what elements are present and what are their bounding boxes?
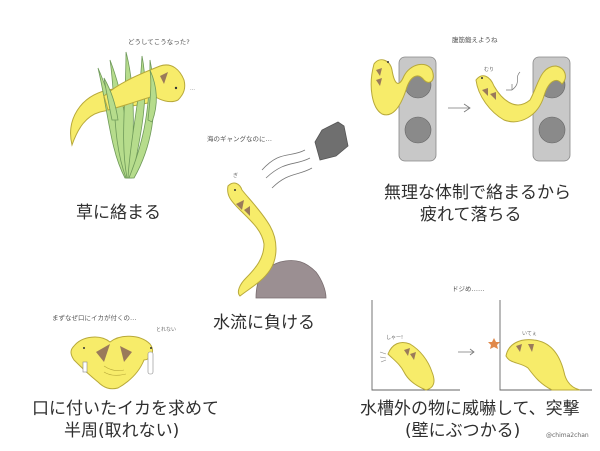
wall-caption-line1: 水槽外の物に威嚇して、突撃 [360,399,580,419]
wall-caption-line2: (壁にぶつかる) [405,421,521,441]
current-eel-illustration [227,121,349,299]
wall-sound-left: しゃー! [386,335,404,341]
seaweed-sound: … [190,86,195,92]
filter-note: 腹筋鍛えようね [452,36,498,44]
filter-caption-line1: 無理な体制で絡まるから [384,183,571,203]
seaweed-caption: 草に絡まる [76,203,161,223]
wall-eel-illustration [371,300,592,391]
wall-sound-right: いてぇ [522,331,537,337]
filter-caption-line2: 疲れて落ちる [420,205,522,225]
squid-sound: とれない [156,327,177,333]
squid-caption-line1: 口に付いたイカを求めて [32,399,219,419]
squid-caption-line2: 半周(取れない) [64,421,180,441]
seaweed-note: どうしてこうなった? [128,38,190,46]
filter-eel-illustration [370,56,571,162]
current-sound: ぎ [233,173,239,179]
seaweed-eel-illustration [70,51,186,179]
filter-sound: むり [484,67,495,73]
artist-credit: @chima2chan [546,432,589,439]
squid-eel-illustration [70,335,154,390]
squid-note: まずなぜ口にイカが付くの… [52,314,137,322]
current-note: 海のギャングなのに… [207,135,272,143]
current-caption: 水流に負ける [213,313,315,333]
wall-note: ドジめ…… [452,285,485,293]
